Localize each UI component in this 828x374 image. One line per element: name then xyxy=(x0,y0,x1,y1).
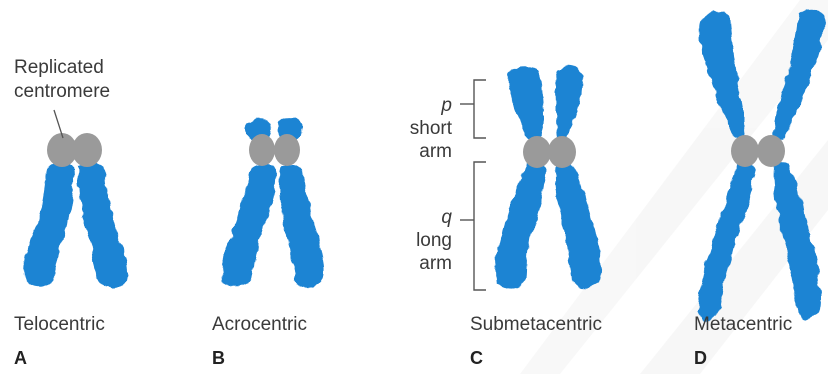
p-arm-label: p short arm xyxy=(376,94,452,163)
panel-letter-b: B xyxy=(212,348,225,369)
centromere-a xyxy=(47,133,102,167)
panel-letter-c: C xyxy=(470,348,483,369)
type-name-d: Metacentric xyxy=(694,314,792,336)
chromatid-right xyxy=(78,163,128,288)
chromatid-left xyxy=(222,164,276,288)
type-name-b: Acrocentric xyxy=(212,314,307,336)
chromosome-submetacentric xyxy=(496,65,602,288)
chromatid-left xyxy=(24,162,74,286)
q-arm-label: q long arm xyxy=(376,206,452,275)
p-arm-symbol: p xyxy=(376,94,452,117)
centromere-d xyxy=(731,135,785,167)
chromosome-telocentric xyxy=(24,162,128,288)
q-arm-symbol: q xyxy=(376,206,452,229)
p-arm-left xyxy=(508,66,544,140)
q-arm-line1: long xyxy=(376,229,452,252)
panel-letter-a: A xyxy=(14,348,27,369)
chromatid-right xyxy=(280,165,324,288)
p-arm-line1: short xyxy=(376,117,452,140)
q-arm-left xyxy=(496,162,546,289)
centromere-c xyxy=(523,136,576,168)
centromere-b xyxy=(249,134,300,166)
q-arm-right xyxy=(555,162,601,289)
type-name-a: Telocentric xyxy=(14,314,105,336)
panel-letter-d: D xyxy=(694,348,707,369)
p-arm-right xyxy=(556,65,583,140)
callout-line1: Replicated xyxy=(14,56,110,80)
p-arm-line2: arm xyxy=(376,140,452,163)
p-arm-bracket xyxy=(460,80,486,138)
callout-line2: centromere xyxy=(14,80,110,104)
type-name-c: Submetacentric xyxy=(470,314,602,336)
q-arm-bracket xyxy=(460,162,486,290)
q-arm-line2: arm xyxy=(376,252,452,275)
callout-label: Replicated centromere xyxy=(14,56,110,104)
